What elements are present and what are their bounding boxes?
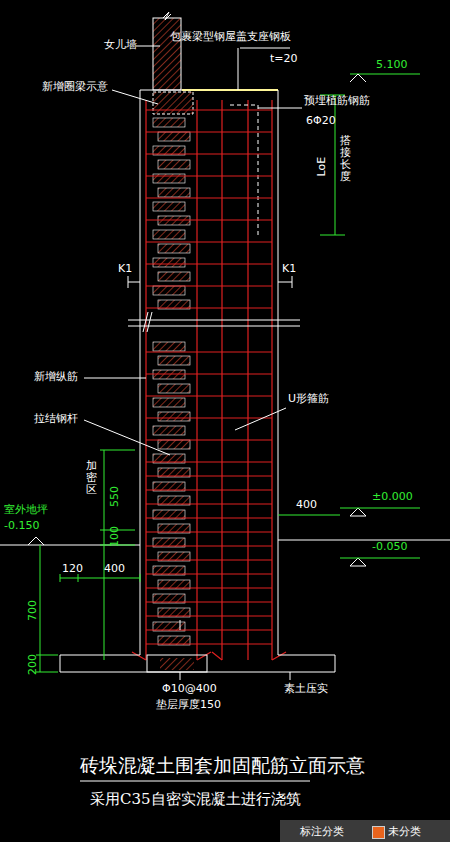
label: ±0.000 — [372, 490, 413, 503]
label: U形箍筋 — [288, 392, 329, 405]
label: 垫层厚度150 — [156, 698, 221, 711]
label: 加密区 — [86, 460, 97, 496]
legend-swatch — [372, 826, 385, 839]
label: LoE — [315, 157, 328, 177]
caption: 采用C35自密实混凝土进行浇筑 — [90, 790, 301, 808]
title: 砖垛混凝土围套加固配筋立面示意 — [80, 754, 365, 777]
label: K1 — [282, 262, 296, 275]
label: 女儿墙 — [104, 38, 137, 51]
label: -0.150 — [4, 519, 39, 532]
legend-text: 未分类 — [388, 825, 421, 838]
label: 200 — [26, 654, 39, 675]
label: K1 — [118, 262, 132, 275]
label: 550 — [108, 486, 121, 507]
label: 新增圈梁示意 — [42, 80, 108, 93]
label: 标注分类 — [300, 825, 344, 838]
label: 包裹梁型钢屋盖支座钢板 — [170, 30, 291, 43]
label: 400 — [296, 498, 317, 511]
label: 100 — [108, 526, 121, 547]
label: 素土压实 — [284, 682, 328, 695]
label: t=20 — [270, 52, 298, 65]
label: 搭接长度 — [340, 135, 351, 183]
label: 新增纵筋 — [34, 370, 78, 383]
label: 室外地坪 — [4, 503, 48, 516]
label: 400 — [104, 562, 125, 575]
label: 6Φ20 — [306, 114, 336, 127]
label: 120 — [62, 562, 83, 575]
label: 拉结钢杆 — [34, 412, 78, 425]
label: 5.100 — [376, 58, 408, 71]
label: 700 — [26, 600, 39, 621]
label: -0.050 — [372, 540, 407, 553]
label: Φ10@400 — [162, 682, 217, 695]
label: 预埋植筋钢筋 — [304, 94, 370, 107]
